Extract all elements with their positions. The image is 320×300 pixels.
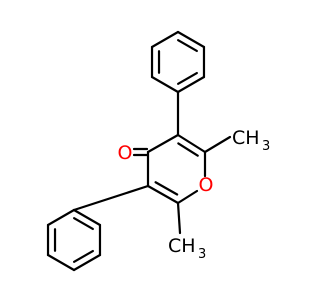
top-phenyl-double-bond — [177, 39, 198, 53]
pyranone-double-bond — [154, 181, 179, 196]
pyranone-bond — [176, 189, 199, 205]
top-phenyl-double-bond — [177, 71, 198, 85]
methyl-bottom-subscript: 3 — [198, 247, 206, 262]
methyl-bottom-label: CH — [168, 235, 196, 257]
phenyl-link-bond — [72, 184, 150, 212]
bottom-phenyl-bond — [46, 253, 76, 272]
bottom-phenyl-double-bond — [73, 217, 94, 231]
bottom-phenyl-bond — [72, 208, 102, 227]
bottom-phenyl-double-bond — [73, 249, 94, 263]
pyranone-bond — [146, 133, 180, 154]
methyl-bond — [203, 135, 232, 154]
methyl-top-subscript: 3 — [262, 139, 270, 154]
bottom-phenyl-bond — [46, 208, 76, 227]
ketone-oxygen-label: O — [118, 142, 133, 164]
methyl-bond — [176, 201, 182, 235]
pyranone-bond — [146, 184, 180, 205]
pyranone-bond — [176, 133, 207, 154]
top-phenyl-bond — [150, 75, 180, 94]
top-phenyl-bond — [176, 75, 206, 94]
top-phenyl-bond — [176, 30, 206, 49]
methyl-top-label: CH — [232, 127, 260, 149]
ring-oxygen-label: O — [199, 174, 214, 196]
pyranone-double-bond — [177, 142, 199, 157]
top-phenyl-bond — [150, 30, 180, 49]
bottom-phenyl-bond — [72, 253, 102, 272]
